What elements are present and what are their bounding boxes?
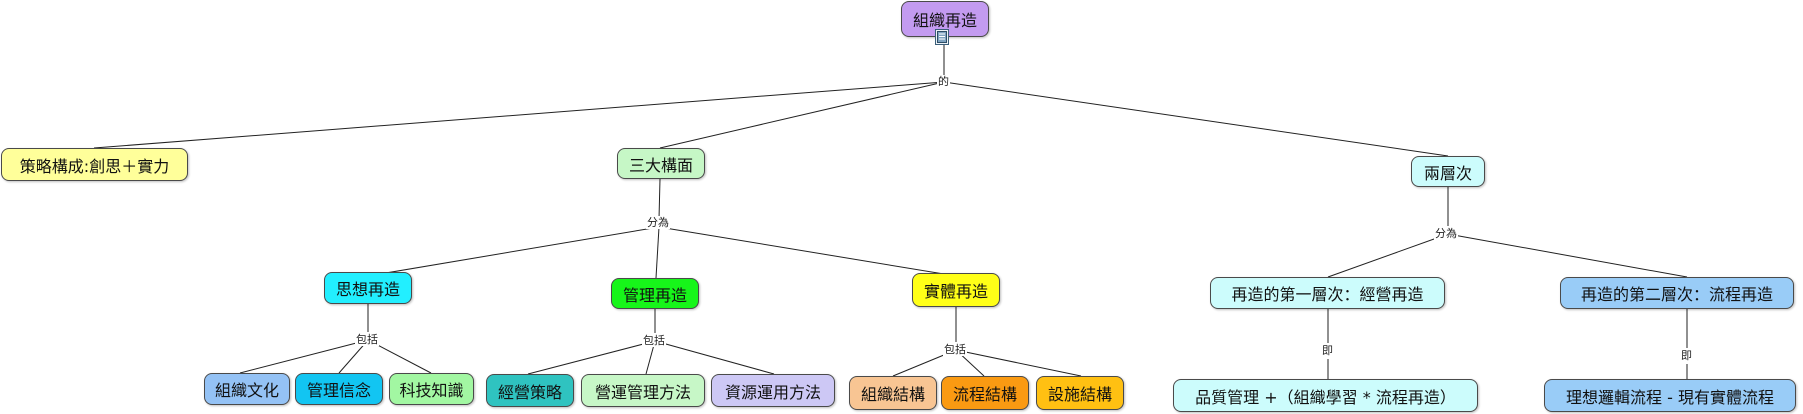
node-tech-knowledge[interactable]: 科技知識 xyxy=(389,373,474,405)
link-label-first-level: 即 xyxy=(1321,344,1334,357)
node-organizational-culture[interactable]: 組織文化 xyxy=(204,373,290,405)
document-icon[interactable] xyxy=(935,29,949,45)
link-label-thought: 包括 xyxy=(355,333,379,346)
node-process-structure[interactable]: 流程結構 xyxy=(941,376,1029,410)
node-two-levels[interactable]: 兩層次 xyxy=(1411,156,1485,187)
node-organization-structure[interactable]: 組織結構 xyxy=(849,376,937,410)
node-strategy-composition[interactable]: 策略構成:創思＋實力 xyxy=(1,148,188,181)
link-label-physical: 包括 xyxy=(943,343,967,356)
node-operations-methods[interactable]: 營運管理方法 xyxy=(581,374,705,407)
node-management-belief[interactable]: 管理信念 xyxy=(295,373,383,405)
node-first-level[interactable]: 再造的第一層次：經營再造 xyxy=(1210,277,1445,309)
node-three-dimensions[interactable]: 三大構面 xyxy=(617,148,705,179)
node-management-reengineering[interactable]: 管理再造 xyxy=(611,278,699,309)
node-facility-structure[interactable]: 設施結構 xyxy=(1036,376,1124,410)
link-label-second-level: 即 xyxy=(1680,349,1693,362)
node-second-level[interactable]: 再造的第二層次：流程再造 xyxy=(1560,277,1794,309)
link-label-two-levels: 分為 xyxy=(1434,227,1458,240)
node-business-strategy[interactable]: 經營策略 xyxy=(486,374,574,407)
node-quality-management-formula[interactable]: 品質管理 +（組織學習 * 流程再造） xyxy=(1173,379,1478,412)
link-label-three-dimensions: 分為 xyxy=(646,216,670,229)
link-label-root: 的 xyxy=(937,75,950,88)
link-label-management: 包括 xyxy=(642,334,666,347)
node-ideal-minus-actual-process[interactable]: 理想邏輯流程 - 現有實體流程 xyxy=(1544,379,1796,412)
node-thought-reengineering[interactable]: 思想再造 xyxy=(324,272,412,304)
node-root[interactable]: 組織再造 xyxy=(901,1,989,37)
node-resource-methods[interactable]: 資源運用方法 xyxy=(711,374,835,407)
node-physical-reengineering[interactable]: 實體再造 xyxy=(912,273,1000,307)
